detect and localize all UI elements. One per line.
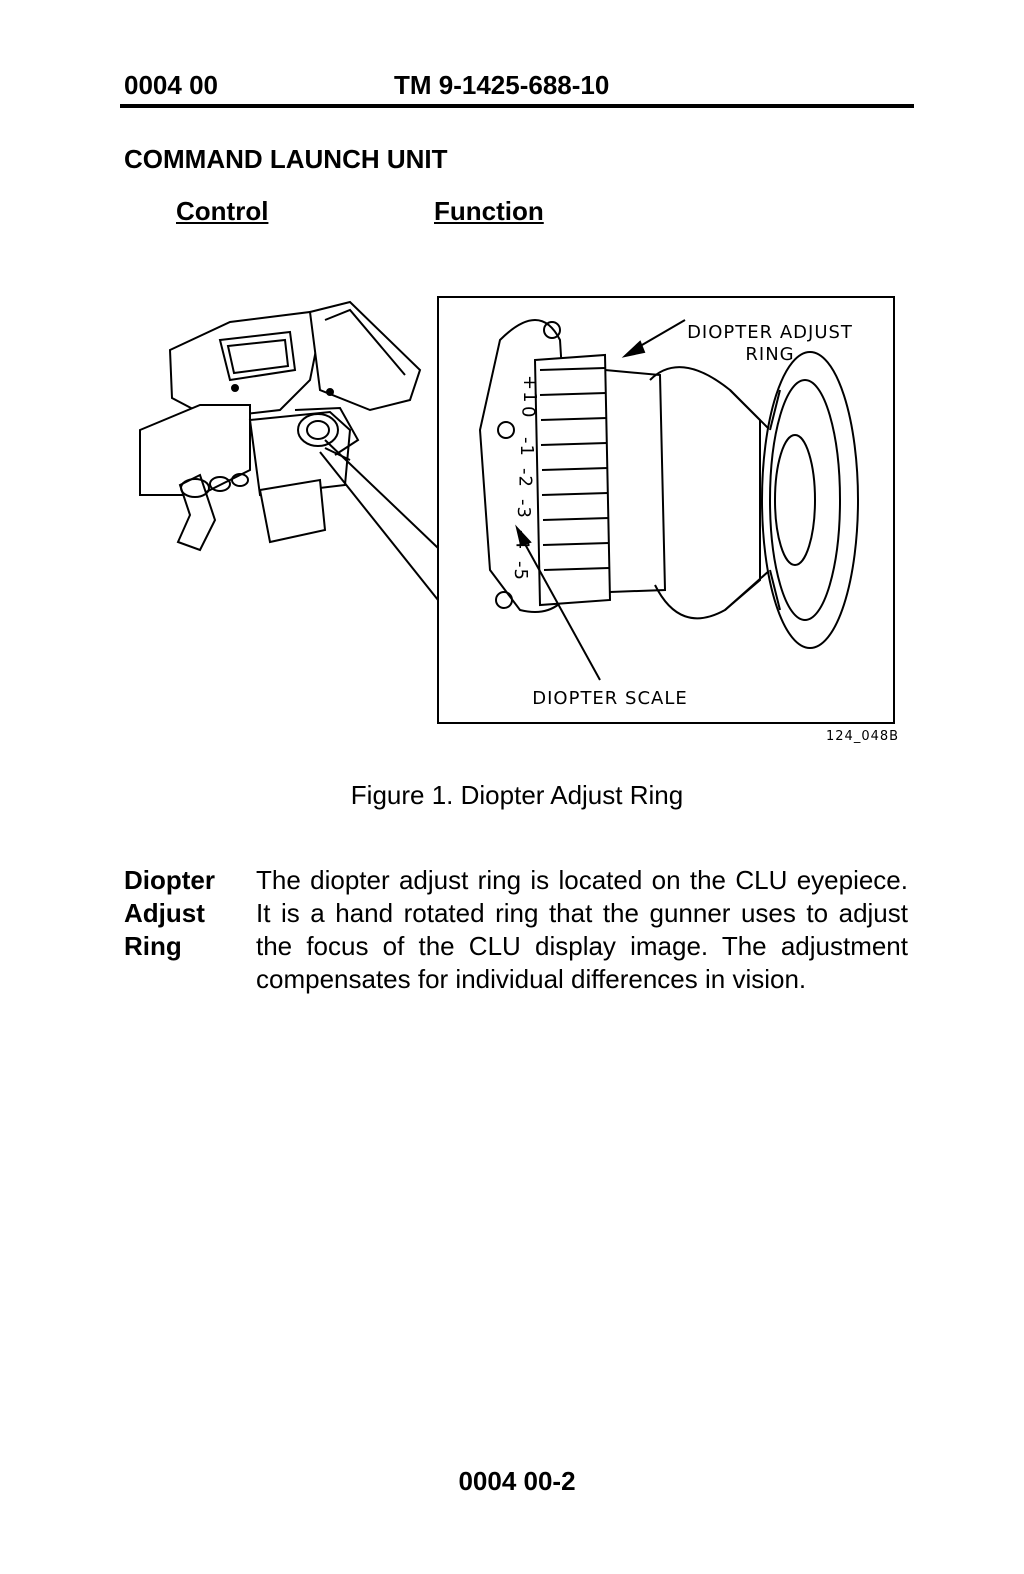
diopter-scale-mark: -1 xyxy=(516,437,537,457)
figure-caption: Figure 1. Diopter Adjust Ring xyxy=(350,780,684,810)
ring-callout-arrowhead xyxy=(621,340,646,358)
diopter-scale-mark: 0 xyxy=(518,406,539,418)
diopter-figure: +10-1-2-3-4-5 DIOPTER ADJUST RING DIOPTE… xyxy=(139,296,895,724)
manual-number: TM 9-1425-688-10 xyxy=(394,70,610,100)
column-header-control: Control xyxy=(176,196,269,226)
header-rule xyxy=(120,104,914,108)
leader-line xyxy=(324,439,439,549)
entry-term: Diopter Adjust Ring xyxy=(124,864,215,963)
ring-callout-label-line1: DIOPTER ADJUST xyxy=(687,322,853,343)
scale-callout-leader xyxy=(519,534,601,681)
leader-line xyxy=(319,451,439,601)
page-number: 0004 00-2 xyxy=(458,1466,576,1496)
entry-term-line: Diopter xyxy=(124,865,215,895)
entry-term-line: Ring xyxy=(124,931,182,961)
figure-id: 124_048B xyxy=(826,729,900,744)
scale-callout-arrowhead xyxy=(515,524,532,547)
diopter-scale-mark: -3 xyxy=(513,499,534,519)
clu-overview-illustration xyxy=(139,300,422,552)
diopter-scale-mark: -2 xyxy=(515,468,536,488)
entry-term-line: Adjust xyxy=(124,898,205,928)
scale-callout-label: DIOPTER SCALE xyxy=(532,688,688,709)
column-header-function: Function xyxy=(434,196,544,226)
eyepiece-illustration xyxy=(478,319,859,649)
section-title: COMMAND LAUNCH UNIT xyxy=(124,144,448,174)
work-package-number: 0004 00 xyxy=(124,70,218,100)
diopter-scale-mark: +1 xyxy=(519,375,540,404)
ring-callout-label-line2: RING xyxy=(745,344,794,365)
diopter-scale-mark: -5 xyxy=(510,561,531,581)
entry-description: The diopter adjust ring is located on th… xyxy=(256,865,908,994)
